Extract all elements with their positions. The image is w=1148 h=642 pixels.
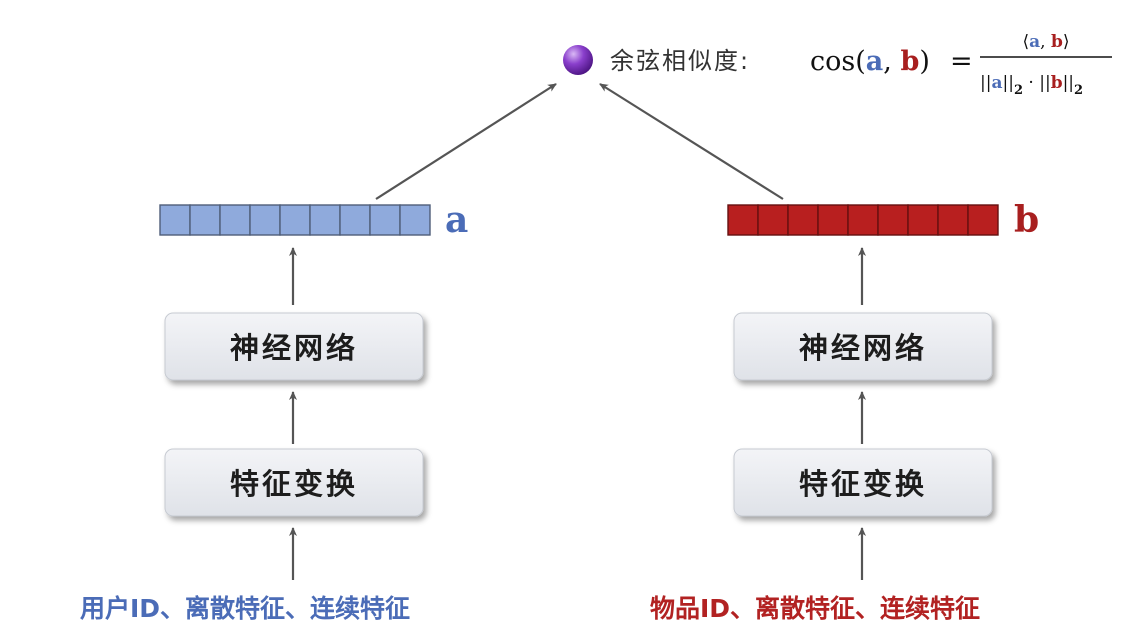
formula-numerator: ⟨a, b⟩ bbox=[1023, 32, 1070, 52]
formula-denominator: ||a||2 · ||b||2 bbox=[980, 73, 1083, 98]
vector-b-cell bbox=[967, 204, 999, 236]
vector-b-cell bbox=[877, 204, 909, 236]
similarity-label: 余弦相似度: bbox=[610, 47, 750, 75]
vector-a-cell bbox=[249, 204, 281, 236]
vector-a-cell bbox=[159, 204, 191, 236]
left-tower: 用户ID、离散特征、连续特征 特征变换 神经网络 a bbox=[80, 81, 558, 623]
right-input-label: 物品ID、离散特征、连续特征 bbox=[650, 594, 980, 623]
left-embedding-vector bbox=[159, 204, 431, 236]
formula-lhs: cos(a, b) bbox=[810, 46, 930, 77]
vector-a-cell bbox=[339, 204, 371, 236]
right-embedding-vector bbox=[727, 204, 999, 236]
vector-b-cell bbox=[727, 204, 759, 236]
vector-a-cell bbox=[219, 204, 251, 236]
right-transform-label: 特征变换 bbox=[799, 467, 927, 501]
vector-a-cell bbox=[399, 204, 431, 236]
left-transform-label: 特征变换 bbox=[230, 467, 358, 501]
right-network-label: 神经网络 bbox=[799, 331, 927, 365]
vector-a-cell bbox=[369, 204, 401, 236]
vector-a-cell bbox=[279, 204, 311, 236]
vector-b-cell bbox=[787, 204, 819, 236]
left-network-box: 神经网络 bbox=[164, 312, 424, 381]
left-transform-box: 特征变换 bbox=[164, 448, 424, 517]
right-transform-box: 特征变换 bbox=[733, 448, 993, 517]
vector-a-cell bbox=[309, 204, 341, 236]
right-arrow-vector-to-similarity-line bbox=[599, 83, 784, 200]
vector-b-cell bbox=[937, 204, 969, 236]
right-vector-label: b bbox=[1014, 199, 1039, 241]
vector-b-cell bbox=[847, 204, 879, 236]
vector-a-cell bbox=[189, 204, 221, 236]
right-network-box: 神经网络 bbox=[733, 312, 993, 381]
similarity-node bbox=[563, 45, 593, 75]
left-vector-label: a bbox=[445, 199, 468, 241]
vector-b-cell bbox=[907, 204, 939, 236]
formula-equals: = bbox=[950, 46, 973, 77]
vector-b-cell bbox=[757, 204, 789, 236]
vector-b-cell bbox=[817, 204, 849, 236]
left-arrow-vector-to-similarity-line bbox=[375, 83, 557, 200]
similarity-output: 余弦相似度: cos(a, b) = ⟨a, b⟩ ||a||2 · ||b||… bbox=[563, 32, 1112, 98]
right-tower: 物品ID、离散特征、连续特征 特征变换 神经网络 b bbox=[598, 81, 1039, 623]
left-input-label: 用户ID、离散特征、连续特征 bbox=[80, 594, 410, 623]
left-network-label: 神经网络 bbox=[230, 331, 358, 365]
